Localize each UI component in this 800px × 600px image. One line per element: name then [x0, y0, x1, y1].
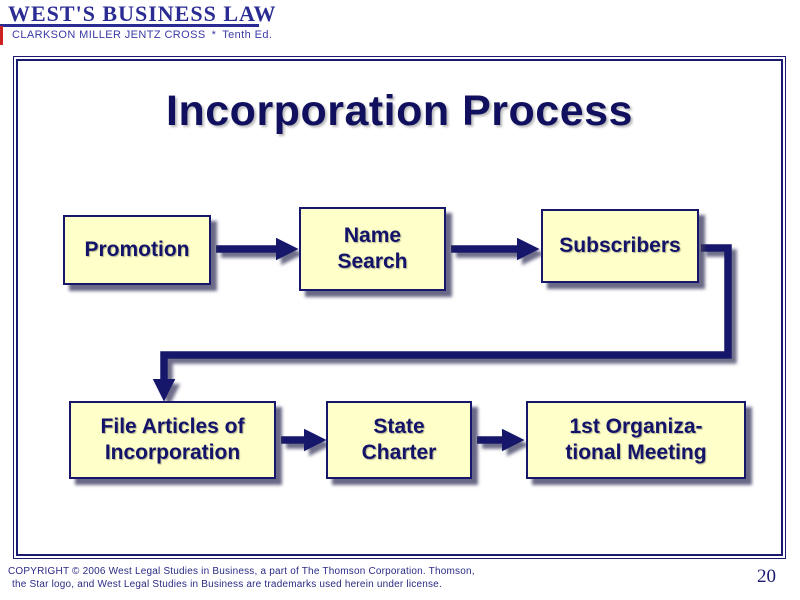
- flow-box-label: Subscribers: [559, 234, 681, 257]
- flow-box-file-articles: File Articles of Incorporation: [69, 401, 276, 479]
- flow-box-first-organizational-meeting: 1st Organiza- tional Meeting: [526, 401, 746, 479]
- flow-box-label-line1: File Articles of: [100, 415, 245, 438]
- copyright-notice: COPYRIGHT © 2006 West Legal Studies in B…: [8, 565, 475, 591]
- slide-title: Incorporation Process: [166, 87, 633, 135]
- star-separator: *: [211, 29, 217, 41]
- flow-box-label-line2: Charter: [361, 441, 437, 464]
- flow-box-subscribers: Subscribers: [541, 209, 699, 283]
- red-accent-bar: [0, 26, 3, 45]
- slide-frame: Incorporation Process Promotion: [13, 56, 786, 559]
- book-title: WEST'S BUSINESS LAW: [8, 1, 277, 26]
- title-underline: [0, 24, 259, 27]
- flow-box-promotion: Promotion: [63, 215, 211, 285]
- flow-box-label-line2: tional Meeting: [565, 441, 707, 464]
- copyright-line2: the Star logo, and West Legal Studies in…: [12, 579, 442, 590]
- flow-box-label-line2: Search: [337, 250, 408, 273]
- book-authors: CLARKSON MILLER JENTZ CROSS * Tenth Ed.: [12, 29, 272, 41]
- flow-box-name-search: Name Search: [299, 207, 446, 291]
- flow-box-label: Promotion: [84, 238, 190, 261]
- flow-box-label-line2: Incorporation: [104, 441, 241, 464]
- flow-box-label-line1: State: [373, 415, 425, 438]
- authors-text: CLARKSON MILLER JENTZ CROSS: [12, 29, 206, 41]
- flow-box-state-charter: State Charter: [326, 401, 472, 479]
- flow-box-label-line1: 1st Organiza-: [569, 415, 703, 438]
- page-number: 20: [757, 566, 776, 587]
- edition-text: Tenth Ed.: [222, 29, 273, 41]
- copyright-line1: COPYRIGHT © 2006 West Legal Studies in B…: [8, 566, 475, 577]
- flow-box-label-line1: Name: [343, 224, 402, 247]
